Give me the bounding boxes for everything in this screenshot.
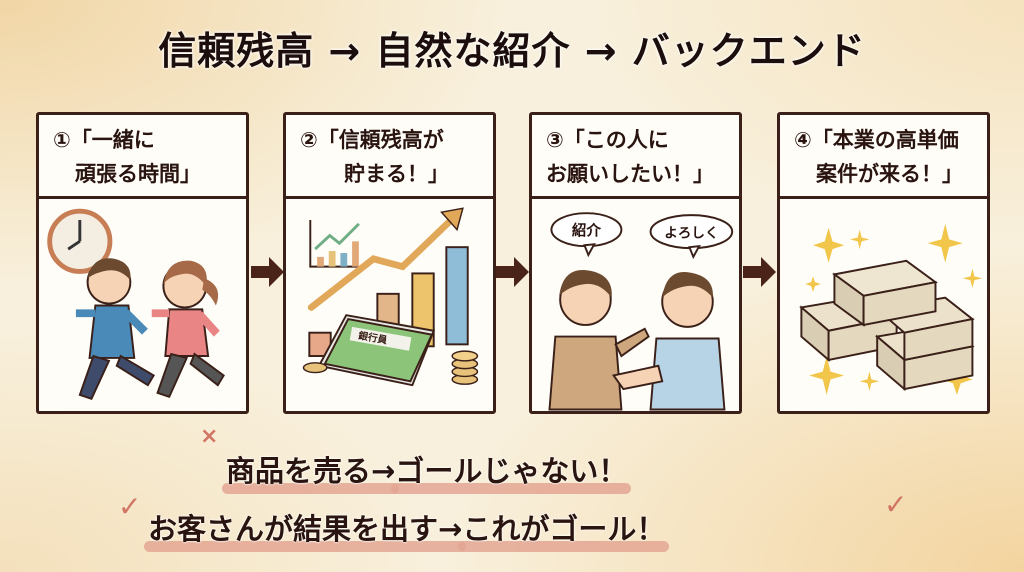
introducer-person-icon bbox=[548, 270, 650, 411]
money-stack-icon bbox=[799, 259, 975, 392]
check-icon: ✓ bbox=[118, 490, 142, 523]
step-3-line1: 「この人に bbox=[563, 128, 669, 152]
svg-text:紹介: 紹介 bbox=[572, 222, 602, 240]
step-4-heading: ④「本業の高単価 案件が来る！」 bbox=[780, 115, 987, 199]
client-person-icon bbox=[649, 271, 726, 411]
wrong-statement-part-a: 商品を売る→ bbox=[226, 454, 396, 488]
right-statement: お客さんが結果を出す→これがゴール！ bbox=[143, 506, 670, 552]
speech-bubble-right: よろしく bbox=[649, 214, 734, 260]
step-1-line1: 「一緒に bbox=[70, 128, 155, 152]
money-stacks-illustration bbox=[780, 199, 987, 411]
step-3-heading: ③「この人に お願いしたい！」 bbox=[532, 115, 739, 199]
passbook-icon: 銀行員 bbox=[317, 314, 436, 387]
speech-bubble-left: 紹介 bbox=[550, 212, 623, 258]
step-4-number: ④ bbox=[794, 128, 812, 152]
coin-stack-icon bbox=[302, 350, 479, 385]
bar-tall bbox=[445, 246, 469, 346]
wrong-statement-part-b: ゴールじゃない！ bbox=[395, 454, 628, 488]
step-panel-1: ①「一緒に 頑張る時間」 bbox=[36, 112, 249, 414]
step-2-line2: 貯まる！」 bbox=[344, 162, 449, 186]
step-panel-4: ④「本業の高単価 案件が来る！」 bbox=[777, 112, 990, 414]
wrong-x-icon: × bbox=[200, 424, 219, 449]
step-2-line1: 「信頼残高が bbox=[317, 128, 444, 152]
next-arrow-icon bbox=[251, 257, 284, 287]
step-3-line2: お願いしたい！」 bbox=[546, 162, 714, 186]
step-1-number: ① bbox=[53, 128, 71, 152]
svg-text:よろしく: よろしく bbox=[664, 225, 718, 241]
step-4-line2: 案件が来る！」 bbox=[816, 162, 963, 186]
clock-icon bbox=[47, 208, 113, 274]
step-3-number: ③ bbox=[546, 128, 564, 152]
step-2-number: ② bbox=[300, 128, 318, 152]
right-statement-part-a: お客さんが結果を出す→ bbox=[148, 512, 463, 546]
step-1-line2: 頑張る時間」 bbox=[75, 162, 201, 186]
handshake-icon bbox=[611, 364, 664, 391]
running-man-icon bbox=[75, 258, 156, 400]
step-1-heading: ①「一緒に 頑張る時間」 bbox=[39, 115, 246, 199]
growth-chart-illustration: 銀行員 bbox=[286, 199, 493, 411]
small-chart-icon bbox=[309, 219, 364, 268]
next-arrow-icon bbox=[496, 257, 529, 287]
right-statement-part-b: これがゴール！ bbox=[462, 512, 666, 546]
growth-arrow-icon bbox=[307, 214, 457, 311]
page-title: 信頼残高 → 自然な紹介 → バックエンド bbox=[158, 29, 866, 73]
wrong-statement: 商品を売る→ゴールじゃない！ bbox=[221, 448, 632, 494]
next-arrow-icon bbox=[743, 257, 776, 287]
running-together-illustration bbox=[39, 199, 246, 411]
check-icon: ✓ bbox=[884, 488, 908, 521]
step-4-line1: 「本業の高単価 bbox=[811, 128, 959, 152]
step-panel-3: ③「この人に お願いしたい！」 紹介 よろしく bbox=[529, 112, 742, 414]
step-panel-2: ②「信頼残高が 貯まる！」 銀行員 bbox=[283, 112, 496, 414]
handshake-illustration: 紹介 よろしく bbox=[532, 199, 739, 411]
running-woman-icon bbox=[151, 260, 225, 399]
step-2-heading: ②「信頼残高が 貯まる！」 bbox=[286, 115, 493, 199]
